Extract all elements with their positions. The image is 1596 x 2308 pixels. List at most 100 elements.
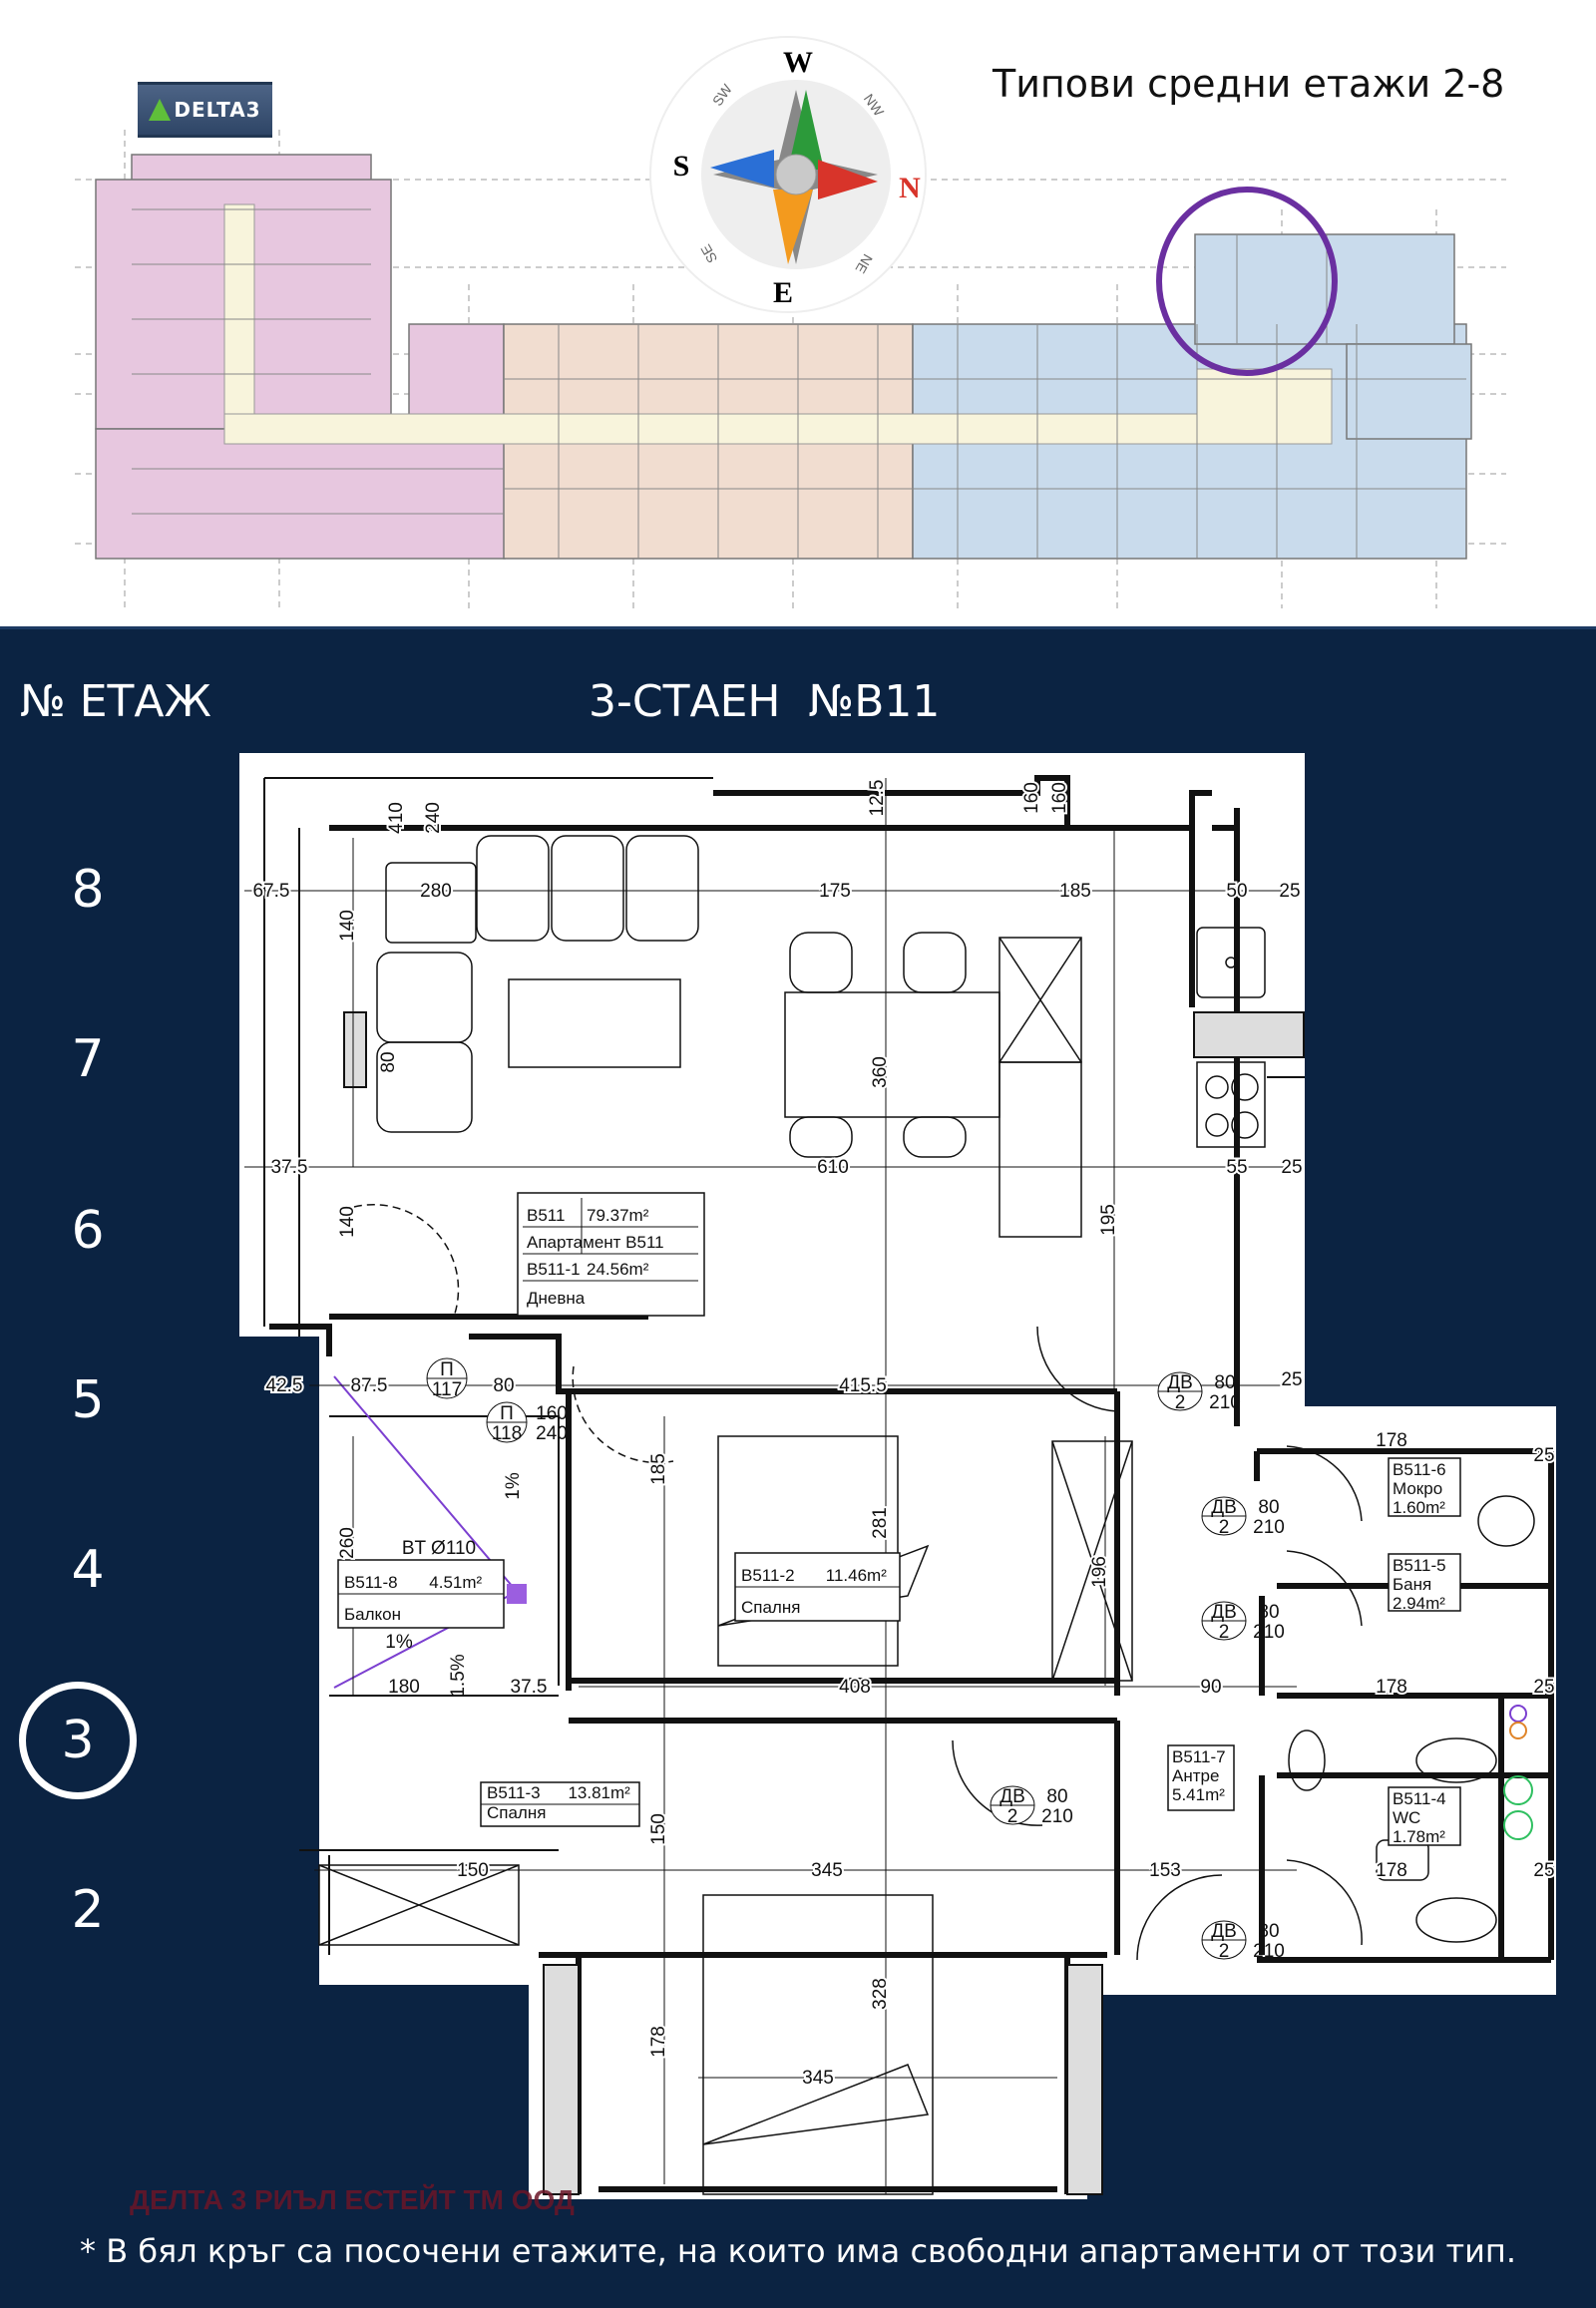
- dimension-label: 37.5: [511, 1677, 548, 1698]
- footnote: * В бял кръг са посочени етажите, на кои…: [80, 2232, 1516, 2270]
- room-area: 4.51m²: [429, 1573, 482, 1592]
- room-code: B511-7: [1172, 1747, 1226, 1766]
- dimension-label: 140: [337, 1206, 358, 1238]
- room-code: B511-2: [741, 1566, 795, 1585]
- door-type: ДВ: [999, 1786, 1025, 1807]
- floor-2[interactable]: 2: [71, 1880, 105, 1940]
- room-name: Спалня: [741, 1598, 800, 1617]
- floor-6[interactable]: 6: [71, 1201, 105, 1261]
- floor-3-available[interactable]: 3: [19, 1682, 137, 1799]
- logo-text: DELTA3: [174, 98, 261, 122]
- compass-e: E: [773, 276, 793, 309]
- room-name: WC: [1393, 1808, 1420, 1827]
- apartment-room-code: B511-1: [527, 1260, 581, 1279]
- dimension-label: 25: [1281, 1369, 1302, 1390]
- plan-note: 1.5%: [448, 1654, 469, 1697]
- door-number: 2: [1219, 1941, 1230, 1962]
- logo-triangle-icon: [149, 99, 172, 121]
- dimension-label: 415.5: [839, 1375, 887, 1396]
- dimension-label: 328: [870, 1978, 891, 2010]
- opening-tags: ДВ280210ДВ280210ДВ280210ДВ280210ДВ280210…: [426, 1357, 1285, 1962]
- dimension-label: 80: [493, 1375, 514, 1396]
- dimension-label: 260: [337, 1527, 358, 1559]
- dimension-label: 140: [337, 910, 358, 942]
- dimension-label: 25: [1533, 1677, 1554, 1698]
- room-code: B511-5: [1393, 1556, 1446, 1575]
- dimension-label: 25: [1533, 1860, 1554, 1881]
- floor-4[interactable]: 4: [71, 1540, 105, 1600]
- dimension-label: 360: [870, 1056, 891, 1088]
- dimension-label: 160: [1021, 782, 1042, 814]
- dimension-label: 25: [1533, 1445, 1554, 1466]
- door-height: 210: [1209, 1392, 1241, 1413]
- window-number: 118: [492, 1423, 522, 1444]
- dimension-label: 55: [1226, 1157, 1247, 1178]
- dimension-lines: [244, 778, 1297, 2194]
- plan-note: 1%: [503, 1472, 524, 1500]
- floor-heading: № ЕТАЖ: [20, 676, 211, 727]
- hatched-columns: [343, 1011, 1305, 2195]
- door-width: 80: [1258, 1497, 1279, 1518]
- door-type: ДВ: [1211, 1921, 1237, 1942]
- dimension-label: 408: [839, 1677, 871, 1698]
- dimension-label: 25: [1281, 1157, 1302, 1178]
- room-code: B511-6: [1393, 1460, 1446, 1479]
- dimension-label: 178: [648, 2026, 669, 2058]
- dimension-label: 281: [870, 1507, 891, 1539]
- dimension-label: 25: [1279, 881, 1300, 902]
- floor-5[interactable]: 5: [71, 1370, 105, 1430]
- window-type: П: [500, 1403, 514, 1424]
- room-code: B511-8: [344, 1573, 398, 1592]
- room-name: Антре: [1172, 1766, 1219, 1785]
- window-type: П: [440, 1359, 454, 1380]
- door-type: ДВ: [1211, 1602, 1237, 1623]
- floor-8[interactable]: 8: [71, 860, 105, 920]
- dimension-label: 196: [1089, 1556, 1110, 1588]
- floor-7[interactable]: 7: [71, 1029, 105, 1089]
- room-name: Спалня: [487, 1803, 546, 1822]
- dimension-label: 42.5: [266, 1375, 303, 1396]
- door-arcs: [952, 1326, 1363, 1961]
- dimension-label: 345: [802, 2068, 834, 2089]
- door-width: 80: [1046, 1786, 1067, 1807]
- room-area: 5.41m²: [1172, 1785, 1225, 1804]
- window-number: 117: [432, 1379, 462, 1400]
- door-number: 2: [1175, 1392, 1186, 1413]
- door-type: ДВ: [1211, 1497, 1237, 1518]
- dimension-label: 280: [420, 881, 452, 902]
- apartment-room-name: Дневна: [527, 1289, 586, 1308]
- apartment-name: Апартамент B511: [527, 1233, 664, 1252]
- apartment-code: B511: [527, 1206, 565, 1225]
- room-code: B511-4: [1393, 1789, 1446, 1808]
- door-number: 2: [1219, 1517, 1230, 1538]
- dimension-label: 150: [648, 1813, 669, 1845]
- room-area: 13.81m²: [568, 1783, 630, 1802]
- door-swings: [353, 1204, 674, 1464]
- door-width: 80: [1258, 1602, 1279, 1623]
- plan-note: BT Ø110: [402, 1538, 476, 1559]
- apartment-room-area: 24.56m²: [587, 1260, 649, 1279]
- dimension-label: 50: [1226, 881, 1247, 902]
- dimension-label: 90: [1200, 1677, 1221, 1698]
- door-height: 210: [1041, 1806, 1073, 1827]
- building-overview-plan: W S N E SW NW SE NE: [75, 36, 1506, 608]
- dimension-label: 87.5: [351, 1375, 388, 1396]
- window-width: 160: [536, 1403, 568, 1424]
- dimension-label: 175: [819, 881, 851, 902]
- compass-w: W: [783, 46, 813, 79]
- dimension-label: 80: [378, 1051, 399, 1072]
- room-area: 2.94m²: [1393, 1594, 1445, 1613]
- dimension-label: 240: [423, 802, 444, 834]
- door-number: 2: [1007, 1806, 1018, 1827]
- furniture: [318, 835, 1535, 2195]
